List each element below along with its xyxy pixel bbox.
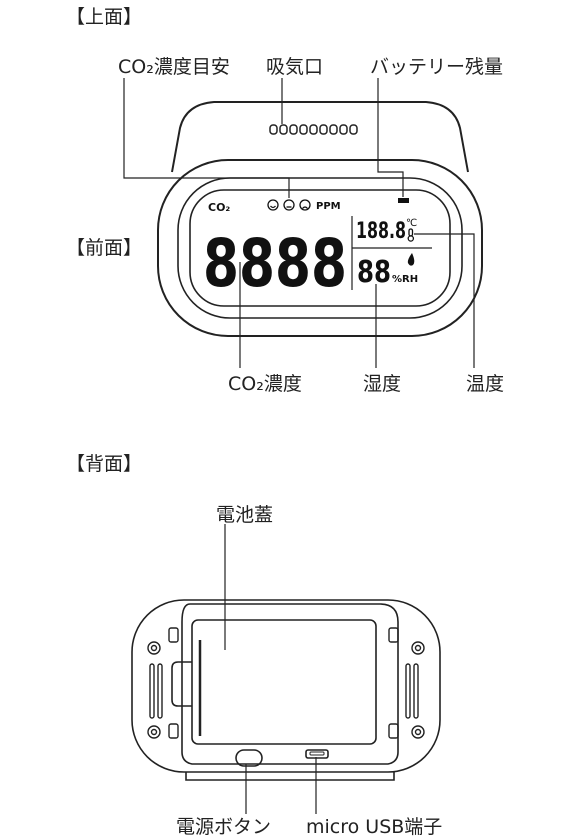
lcd-humidity-digits: 88 <box>357 255 391 290</box>
lcd-humidity-unit: %RH <box>392 274 418 285</box>
vent-slot <box>157 663 163 719</box>
intake-slot <box>349 124 358 135</box>
air-intake-callout: 吸気口 <box>266 56 324 78</box>
intake-slot <box>309 124 318 135</box>
back-leader-lines <box>224 524 317 814</box>
temperature-callout: 温度 <box>466 373 505 395</box>
intake-slot <box>269 124 278 135</box>
leader-temperature <box>414 233 475 368</box>
vent-slot <box>405 663 411 719</box>
cover-latch <box>171 661 192 707</box>
intake-slot <box>329 124 338 135</box>
screw-hole <box>147 641 161 655</box>
screw-hole <box>411 641 425 655</box>
lcd-dividers <box>351 216 432 290</box>
intake-slot <box>299 124 308 135</box>
battery-icon <box>398 198 409 203</box>
lcd-temp-unit: ℃ <box>406 218 417 229</box>
back-body <box>131 599 441 773</box>
clip-slot <box>388 723 399 739</box>
co2-indicator-callout: CO₂濃度目安 <box>118 56 230 78</box>
sad-face-icon <box>299 199 311 211</box>
section-back-label: 【背面】 <box>66 453 143 475</box>
co2-level-callout: CO₂濃度 <box>228 373 302 395</box>
happy-face-icon <box>267 199 279 211</box>
back-device <box>131 599 441 781</box>
water-drop-icon <box>407 253 415 266</box>
battery-callout: バッテリー残量 <box>370 56 504 78</box>
intake-slot <box>279 124 288 135</box>
lcd-co2-digits: 8888 <box>203 225 347 302</box>
intake-slot <box>339 124 348 135</box>
device-body <box>157 159 483 337</box>
lcd-co2-label: CO₂ <box>208 201 230 214</box>
usb-port-callout: micro USB端子 <box>306 816 443 838</box>
intake-slot <box>319 124 328 135</box>
front-leader-lines <box>123 78 475 368</box>
battery-cover <box>191 619 377 745</box>
power-button-callout: 電源ボタン <box>176 816 272 838</box>
section-top-label: 【上面】 <box>66 6 143 28</box>
top-housing <box>171 101 469 173</box>
leader-battery <box>377 78 404 197</box>
screw-hole <box>411 725 425 739</box>
bottom-ports <box>235 749 329 767</box>
vent-slot <box>149 663 155 719</box>
intake-slot <box>289 124 298 135</box>
usb-port <box>305 749 329 759</box>
neutral-face-icon <box>283 199 295 211</box>
humidity-callout: 湿度 <box>363 373 402 395</box>
leader-co2-indicator <box>123 78 290 198</box>
lcd-temp-digits: 188.8 <box>356 219 406 244</box>
power-button <box>235 749 263 767</box>
vent-slot <box>413 663 419 719</box>
back-left-features <box>147 627 179 739</box>
clip-slot <box>168 627 179 643</box>
clip-slot <box>168 723 179 739</box>
battery-cover-callout: 電池蓋 <box>216 504 274 526</box>
thermometer-icon <box>407 228 415 242</box>
screen-bezel <box>177 177 463 319</box>
front-device <box>157 101 483 337</box>
air-intake-slots <box>269 124 358 135</box>
back-base <box>185 770 395 781</box>
co2-indicator-faces <box>267 199 311 211</box>
lcd-screen <box>189 189 451 307</box>
screw-hole <box>147 725 161 739</box>
back-right-features <box>388 627 425 739</box>
clip-slot <box>388 627 399 643</box>
back-inner-frame <box>181 603 399 765</box>
section-front-label: 【前面】 <box>66 237 143 259</box>
lcd-ppm-label: PPM <box>316 201 341 212</box>
